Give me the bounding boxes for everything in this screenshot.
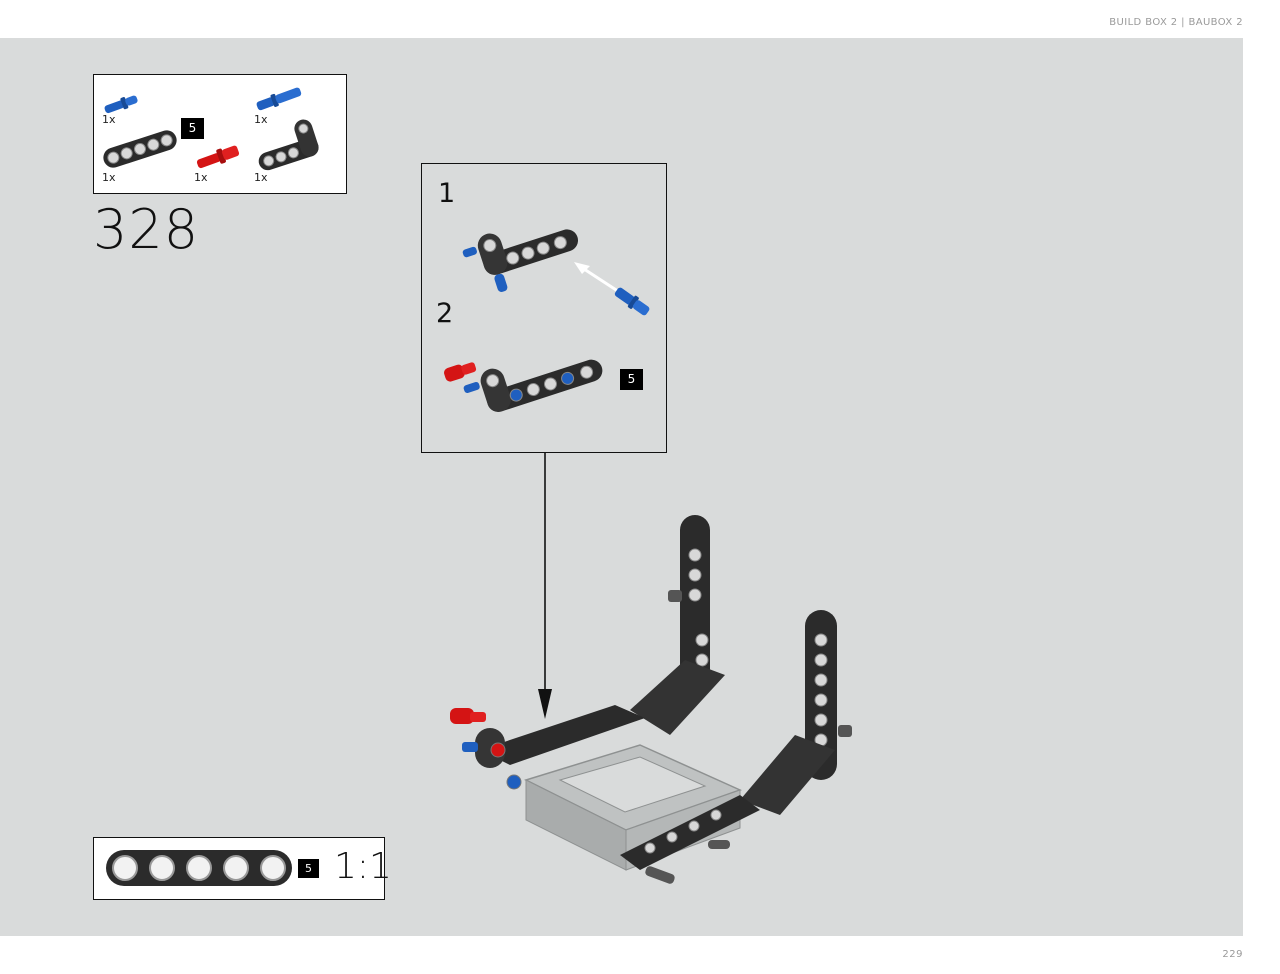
beam-5-ruler — [106, 850, 292, 886]
length-badge: 5 — [298, 859, 319, 878]
qty-label: 1x — [254, 171, 268, 184]
black-beam-5-part — [103, 130, 177, 168]
qty-label: 1x — [194, 171, 208, 184]
parts-list: 1x 1x 1x 5 1x — [93, 74, 347, 194]
subassembly-callout: 1 2 — [421, 163, 667, 453]
substep-number: 2 — [436, 298, 454, 329]
page-number: 229 — [1222, 949, 1243, 960]
blue-long-pin-part — [256, 87, 302, 111]
substep-1-assembly — [462, 229, 650, 316]
length-badge: 5 — [181, 118, 204, 139]
length-badge: 5 — [620, 369, 643, 390]
qty-label: 1x — [254, 113, 268, 126]
red-axle-pin-part — [196, 145, 240, 169]
header-text: BUILD BOX 2 | BAUBOX 2 — [1109, 17, 1243, 28]
scale-label: 1:1 — [334, 846, 392, 887]
blue-axle-pin-part — [104, 95, 138, 114]
scale-ruler: 5 1:1 — [93, 837, 392, 900]
step-number: 328 — [93, 198, 200, 261]
black-angled-beam-part — [258, 119, 319, 171]
substep-2-assembly — [444, 359, 603, 412]
qty-label: 1x — [102, 171, 116, 184]
main-model-assembly — [450, 515, 852, 884]
qty-label: 1x — [102, 113, 116, 126]
attach-arrow — [538, 453, 552, 719]
substep-number: 1 — [438, 178, 456, 209]
